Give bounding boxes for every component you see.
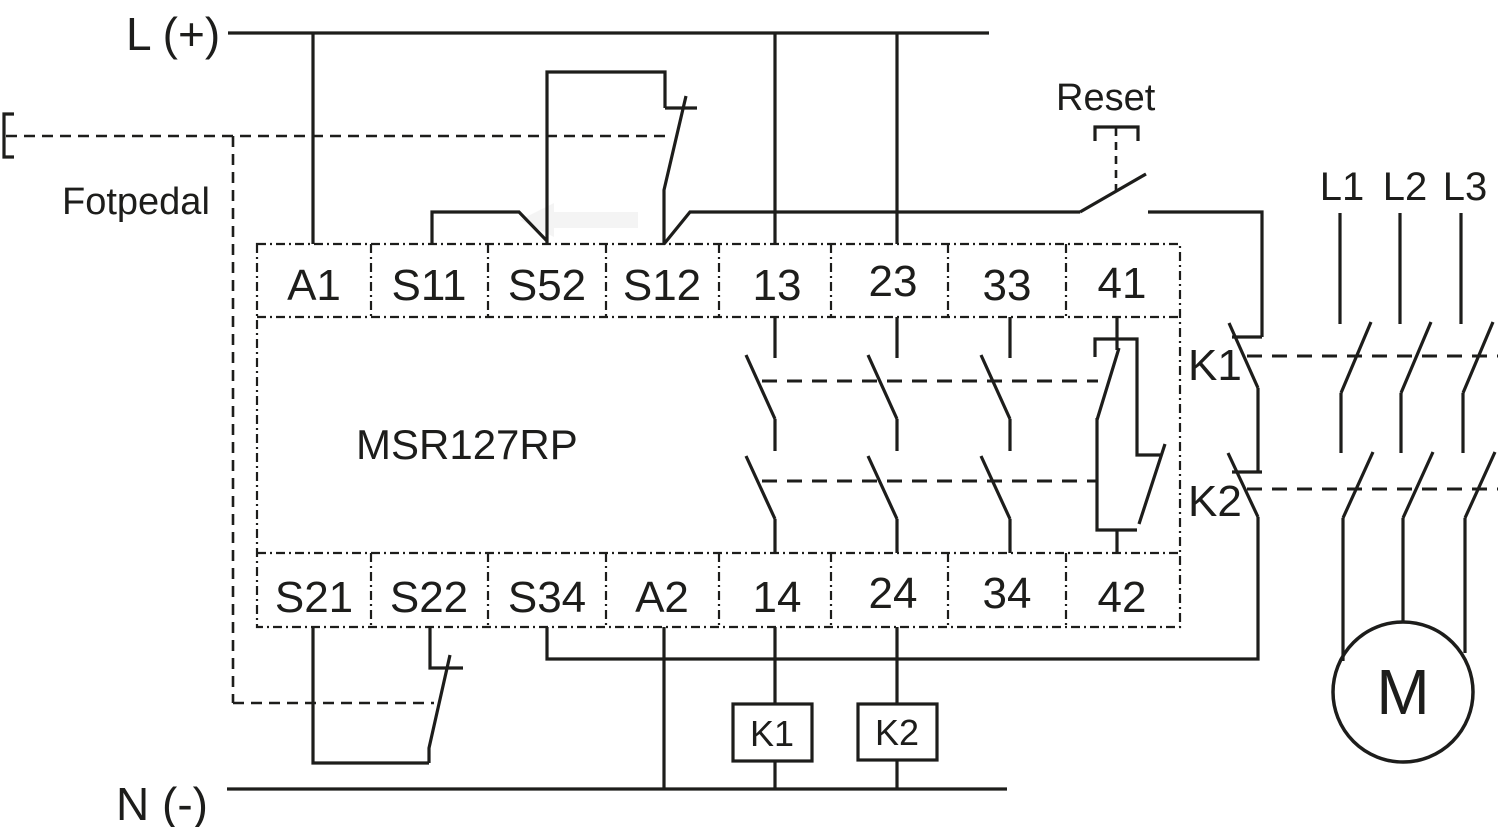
label-coil-k1: K1 xyxy=(750,713,794,754)
pedal-ch2-blade xyxy=(427,654,452,763)
relay-contact-linkage xyxy=(762,379,1098,483)
terminal-label-s34: S34 xyxy=(508,573,586,622)
phase-mid-wires xyxy=(1339,393,1465,453)
label-supply-negative: N (-) xyxy=(116,778,208,827)
reset-blade xyxy=(1079,172,1147,214)
coil-box-k1 xyxy=(731,702,814,763)
label-device: MSR127RP xyxy=(356,421,578,468)
components xyxy=(731,620,1475,764)
phase-drops xyxy=(1338,213,1463,324)
label-supply-positive: L (+) xyxy=(126,8,220,60)
terminal-label-33: 33 xyxy=(983,261,1032,310)
wire-s11-link xyxy=(430,210,549,244)
terminal-label-42: 42 xyxy=(1098,573,1147,622)
relay-contacts-41-42 xyxy=(1093,317,1167,553)
label-motor: M xyxy=(1376,656,1429,728)
pedal-ch2-fixed xyxy=(428,627,463,670)
relay-contacts-33-34 xyxy=(979,317,1012,553)
label-contactor-k1: K1 xyxy=(1188,341,1242,390)
label-phase-l3: L3 xyxy=(1443,165,1488,209)
terminal-label-s22: S22 xyxy=(390,573,468,622)
terminal-label-s21: S21 xyxy=(275,573,353,622)
foot-pedal-linkage xyxy=(6,134,672,705)
label-foot-pedal: Fotpedal xyxy=(62,181,210,223)
reset-bracket xyxy=(1093,125,1140,141)
relay-terminal-grid xyxy=(255,242,1182,629)
terminal-label-s11: S11 xyxy=(391,261,466,310)
k1-main-blades xyxy=(1339,321,1495,394)
motor-circle xyxy=(1331,620,1475,764)
aux-k2-blade xyxy=(1226,452,1260,518)
label-phase-l1: L1 xyxy=(1320,165,1365,209)
label-reset: Reset xyxy=(1056,77,1156,119)
pedal-bracket xyxy=(2,112,14,159)
terminal-label-23: 23 xyxy=(869,257,918,306)
terminal-label-a2: A2 xyxy=(635,573,689,622)
terminal-label-s52: S52 xyxy=(508,261,586,310)
pedal-actuator-arrow xyxy=(520,203,638,237)
terminal-label-a1: A1 xyxy=(287,261,341,310)
phase-motor-wires xyxy=(1341,518,1467,661)
terminal-label-34: 34 xyxy=(983,569,1032,618)
k2-main-blades xyxy=(1341,451,1497,519)
label-contactor-k2: K2 xyxy=(1188,477,1242,526)
terminal-label-14: 14 xyxy=(753,573,802,622)
label-phase-l2: L2 xyxy=(1383,165,1428,209)
wire-reset-to-aux xyxy=(1148,210,1264,337)
aux-k1-blade xyxy=(1227,322,1260,389)
relay-contacts-13-14 xyxy=(744,317,777,553)
relay-contacts-23-24 xyxy=(866,317,899,553)
wire-aux-to-s34 xyxy=(545,517,1260,661)
coil-box-k2 xyxy=(856,702,939,762)
terminal-label-41: 41 xyxy=(1098,259,1147,308)
pedal-ch2-wire xyxy=(311,627,429,765)
terminal-label-13: 13 xyxy=(753,261,802,310)
label-coil-k2: K2 xyxy=(875,712,919,753)
pedal-ch1-wire xyxy=(545,70,667,244)
pedal-ch1-blade xyxy=(662,95,688,244)
wire-s12-to-reset xyxy=(662,210,1080,246)
contactor-linkage xyxy=(1247,354,1498,491)
terminal-label-s12: S12 xyxy=(623,261,701,310)
terminal-label-24: 24 xyxy=(869,569,918,618)
wires xyxy=(2,31,1497,791)
